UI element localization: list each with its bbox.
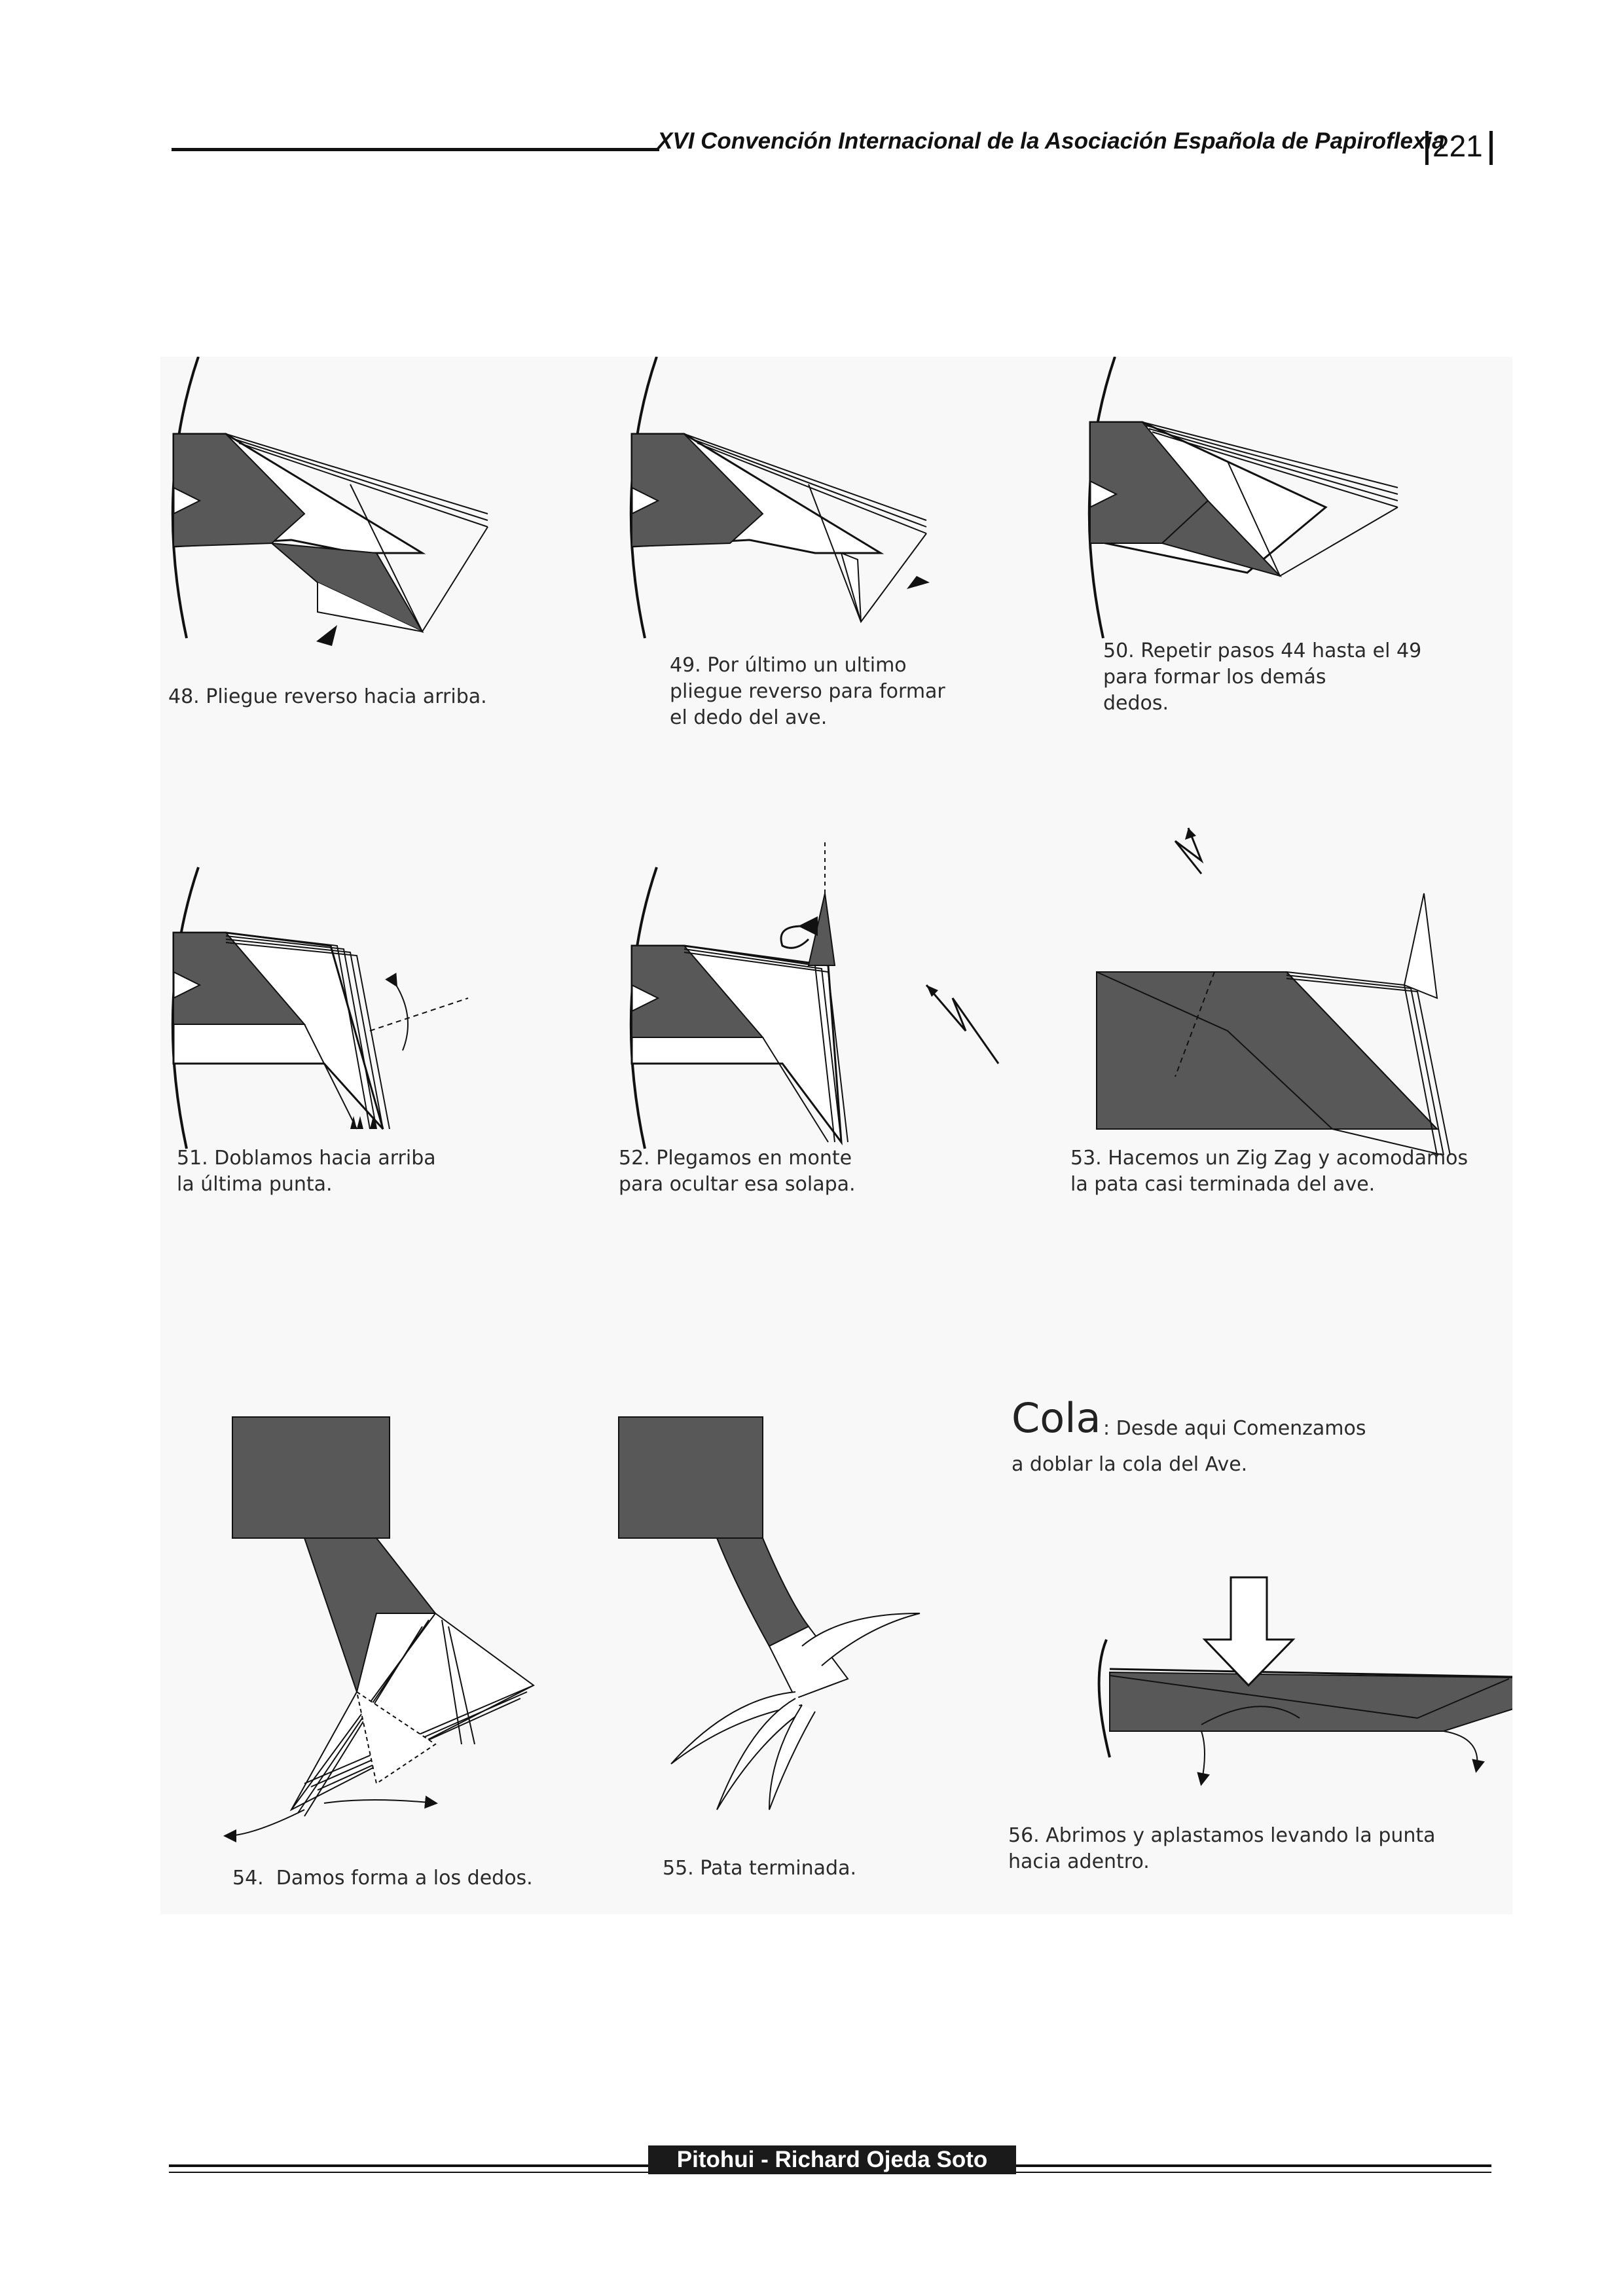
diagram-step-51: [171, 867, 469, 1149]
cola-line-2: a doblar la cola del Ave.: [1012, 1453, 1248, 1476]
caption-step-56: 56. Abrimos y aplastamos levando la punt…: [1008, 1824, 1436, 1873]
caption-step-55: 55. Pata terminada.: [663, 1857, 857, 1880]
origami-diagrams: [171, 357, 1512, 1842]
page-number-bar-right: [1489, 131, 1493, 165]
diagram-step-55: [618, 1416, 921, 1810]
caption-step-53: 53. Hacemos un Zig Zag y acomodamos la p…: [1070, 1147, 1468, 1196]
caption-step-48: 48. Pliegue reverso hacia arriba.: [168, 685, 487, 708]
page-number-bar-left: [1425, 131, 1429, 165]
zigzag-arrow-left: [925, 984, 1000, 1064]
caption-step-54: 54. Damos forma a los dedos.: [232, 1867, 533, 1890]
diagram-step-49: [629, 357, 930, 639]
footer-label: Pitohui - Richard Ojeda Soto: [648, 2145, 1016, 2174]
caption-step-51: 51. Doblamos hacia arriba la última punt…: [177, 1147, 436, 1196]
page-number: 221: [1432, 129, 1483, 163]
header-rule: [172, 148, 659, 151]
diagram-step-52: [629, 841, 848, 1149]
caption-step-49: 49. Por último un ultimo pliegue reverso…: [670, 654, 945, 729]
cola-line-1: : Desde aqui Comenzamos: [1103, 1417, 1366, 1440]
diagram-figure: 48. Pliegue reverso hacia arriba. 49. Po…: [160, 357, 1512, 1914]
caption-step-50: 50. Repetir pasos 44 hasta el 49 para fo…: [1103, 639, 1422, 715]
diagram-step-56: [1097, 1576, 1512, 1786]
header-title: XVI Convención Internacional de la Asoci…: [657, 128, 1445, 154]
diagram-step-50: [1087, 357, 1398, 639]
diagram-step-54: [223, 1416, 535, 1842]
diagram-step-53: [1096, 827, 1451, 1156]
cola-title: Cola: [1012, 1394, 1101, 1442]
diagram-step-48: [171, 357, 488, 646]
caption-step-52: 52. Plegamos en monte para ocultar esa s…: [619, 1147, 856, 1196]
